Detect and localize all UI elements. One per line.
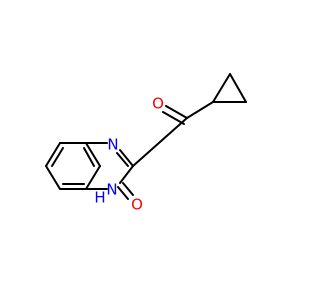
atom-label-nh-ring: N [106, 181, 117, 199]
bond [119, 149, 134, 167]
atom-label-nh-hydrogen: H [94, 189, 105, 207]
bond [212, 73, 231, 103]
bond [85, 142, 101, 167]
atom-label-o-ketone: O [152, 95, 164, 113]
side-chain [132, 101, 214, 167]
bond [45, 165, 61, 190]
bond [186, 101, 214, 119]
bond [132, 141, 161, 167]
bond-double [122, 182, 134, 196]
bond [119, 165, 134, 184]
pyrazinone-ring [85, 142, 134, 200]
bond [159, 117, 188, 143]
bond-double [117, 186, 129, 200]
bond [85, 165, 101, 190]
cyclopropyl-ring [212, 73, 247, 103]
molecule-structure: O N N H O [45, 73, 247, 214]
bond [229, 73, 247, 103]
bond-double [162, 111, 185, 125]
molecule-canvas: O N N H O [45, 73, 247, 214]
bond-double [165, 105, 188, 119]
atom-label-n-ring: N [107, 136, 118, 154]
atom-label-o-ring: O [131, 196, 143, 214]
bond-inner [83, 147, 95, 167]
benzene-ring [45, 142, 101, 190]
bond [45, 142, 61, 167]
bond-inner [51, 147, 64, 167]
bond-inner [116, 152, 129, 167]
